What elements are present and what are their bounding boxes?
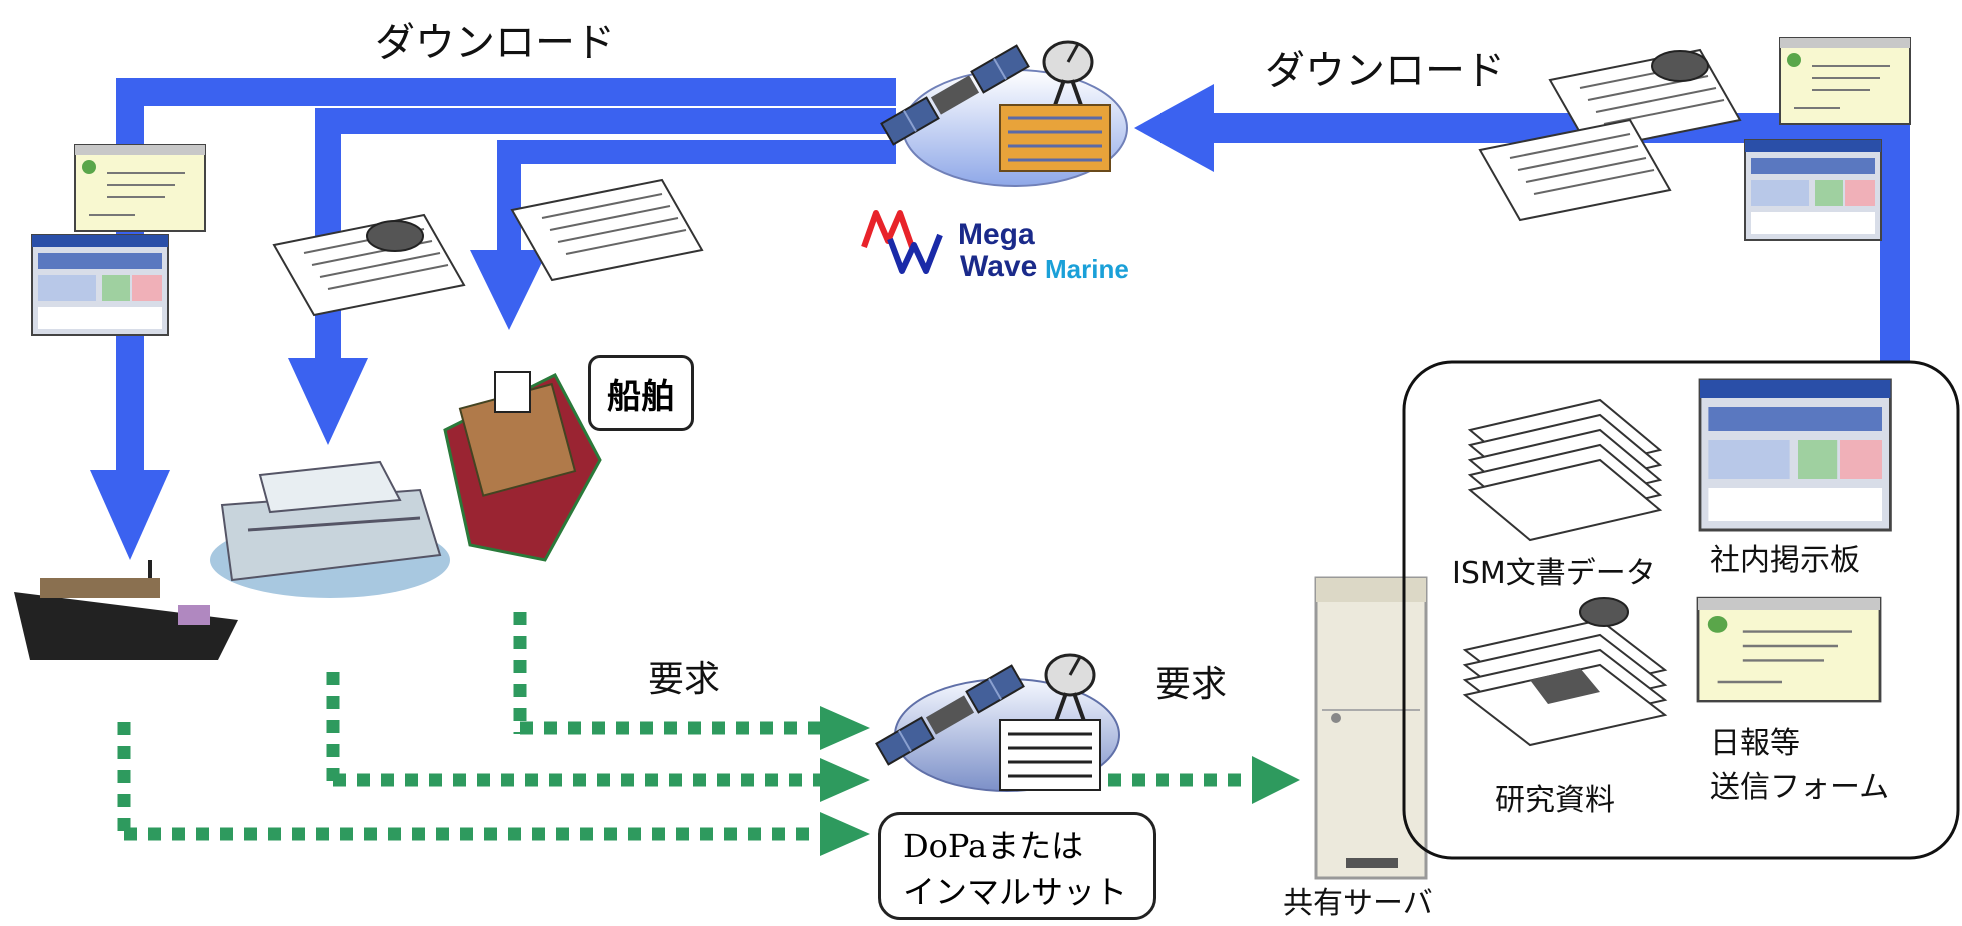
satellite-hub-bottom	[875, 653, 1120, 792]
form-screen-icon	[74, 144, 206, 232]
daily-report-label-line2: 送信フォーム	[1710, 770, 1890, 805]
ism-docs-label: ISM文書データ	[1452, 556, 1656, 591]
shared-server-label: 共有サーバ	[1283, 886, 1433, 921]
mw-logo-mark	[861, 210, 943, 274]
daily-report-form-icon	[1696, 596, 1882, 703]
ship-label: 船舶	[588, 355, 694, 431]
screen-icon	[1744, 139, 1882, 241]
server-content-panel	[1402, 360, 1960, 860]
passenger-ship-icon	[210, 460, 450, 598]
bulletin-board-label: 社内掲示板	[1710, 543, 1860, 578]
research-label: 研究資料	[1495, 783, 1615, 818]
cargo-ship-icon	[14, 560, 238, 660]
download-label-right: ダウンロード	[1265, 48, 1505, 94]
dopa-inmarsat-box: DoPaまたは インマルサット	[878, 812, 1156, 920]
pie-chart-icon	[366, 220, 424, 252]
research-document-stack-icon	[1462, 597, 1668, 747]
request-arrows	[117, 612, 1300, 856]
request-label-right: 要求	[1155, 664, 1228, 705]
bulletin-board-screen-icon	[1698, 378, 1892, 532]
screen-icon	[31, 234, 169, 336]
download-label-left: ダウンロード	[375, 20, 615, 66]
container-ship-icon	[443, 371, 602, 562]
dopa-line2: インマルサット	[903, 873, 1128, 911]
logo-wave: Wave	[960, 250, 1038, 283]
request-label-left: 要求	[648, 659, 721, 700]
ism-document-stack-icon	[1467, 398, 1663, 542]
form-screen-icon	[1779, 37, 1911, 125]
dopa-line1: DoPaまたは	[903, 827, 1084, 865]
logo-marine: Marine	[1045, 254, 1129, 284]
daily-report-label-line1: 日報等	[1710, 726, 1800, 761]
logo-mega: Mega	[958, 218, 1035, 251]
pie-chart-icon	[1651, 50, 1709, 82]
satellite-hub-top	[880, 40, 1128, 187]
